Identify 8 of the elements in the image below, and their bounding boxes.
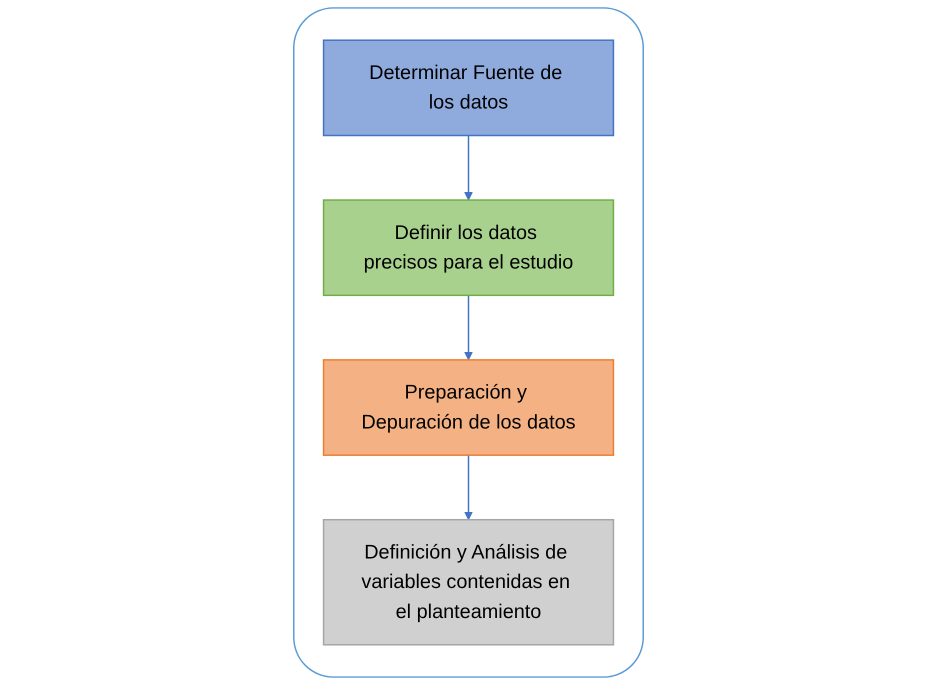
arrow <box>464 136 473 200</box>
arrow <box>464 295 473 360</box>
node-box: Definición y Análisis de variables contenidas en el planteamiento <box>322 518 614 646</box>
node-box: Determinar Fuente de los datos <box>322 39 614 136</box>
arrow <box>464 455 473 520</box>
node-box: Definir los datos precisos para el estudio <box>322 199 614 296</box>
cluster <box>293 7 644 678</box>
node-box: Preparación y Depuración de los datos <box>322 359 614 456</box>
